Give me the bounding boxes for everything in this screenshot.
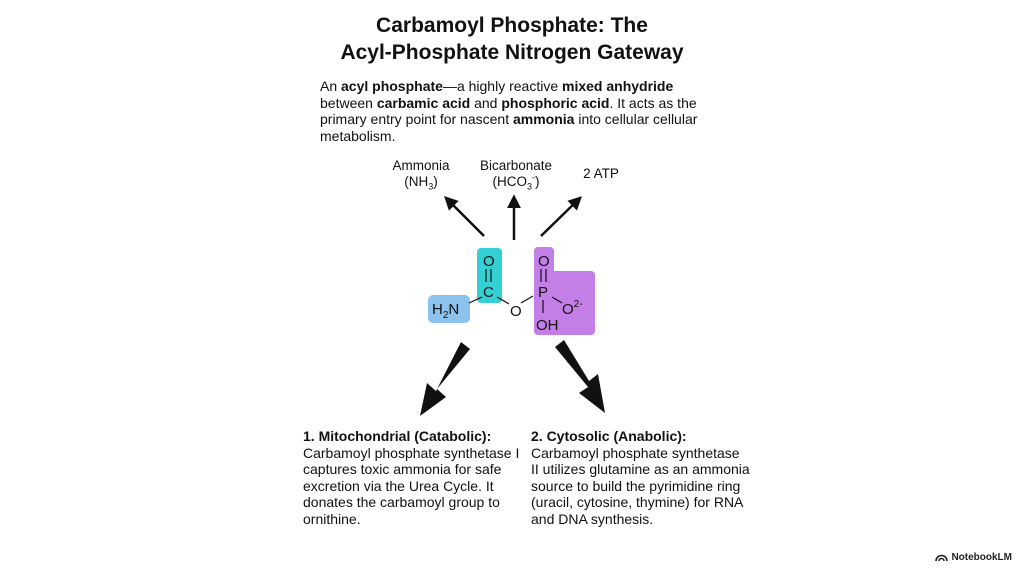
pathway-description: Carbamoyl phosphate synthetase II utiliz… [531,444,750,527]
oxide-oxygen: O2- [562,299,583,318]
bicarbonate-name: Bicarbonate [479,158,553,173]
intro-bold: ammonia [512,111,575,127]
amine-highlight [428,295,470,323]
intro-text: into cellular cellular metabolism. [320,111,698,144]
amine-label: H2N [432,301,459,321]
pathway-description: Carbamoyl phosphate synthetase I capture… [303,444,520,527]
intro-bold: carbamic acid [376,94,471,111]
pathway-heading: 2. Cytosolic (Anabolic): [531,428,687,444]
pathway-heading: 1. Mitochondrial (Catabolic): [303,428,492,444]
notebooklm-logo-icon [935,554,949,562]
title-line-2: Acyl-Phosphate Nitrogen Gateway [340,41,684,64]
input-atp-label: 2 ATP [583,166,619,181]
arrow-atp [540,196,582,237]
intro-text: An [320,78,342,94]
intro-bold: mixed anhydride [562,78,674,94]
carbon-atom: C [483,284,494,301]
hydroxyl-group: OH [536,317,559,334]
brand-watermark: NotebookLM [935,552,1012,563]
ammonia-name: Ammonia [392,158,450,173]
arrow-mitochondrial [420,342,470,416]
title-line-1: Carbamoyl Phosphate: The [376,14,648,37]
bond-cn [468,296,483,304]
phosphoryl-oxygen: O [538,253,550,270]
bond-obridge-p [520,295,534,304]
phosphorus-atom: P [538,284,548,301]
arrow-cytosolic [555,340,605,413]
bicarbonate-formula: (HCO3-) [492,172,540,192]
ammonia-formula: (NH3) [404,174,438,192]
bridge-oxygen: O [510,303,522,320]
carbamoyl-highlight [477,248,502,303]
intro-text: and [470,94,502,111]
intro-text: —a highly reactive [442,78,562,94]
intro-paragraph: An acyl phosphate—a highly reactive mixe… [320,78,730,144]
bond-p-oxide [551,296,563,304]
arrow-ammonia [444,196,485,237]
page-title: Carbamoyl Phosphate: The Acyl-Phosphate … [0,12,1024,66]
bond-c-obridge [496,296,510,305]
input-bicarbonate-label: Bicarbonate (HCO3-) [466,158,566,192]
input-ammonia-label: Ammonia (NH3) [378,158,464,192]
pathway-mitochondrial: 1. Mitochondrial (Catabolic): Carbamoyl … [303,428,523,527]
carbonyl-oxygen: O [483,253,495,270]
intro-text: . It acts as the primary entry point for… [320,94,697,128]
phosphate-highlight [534,247,595,335]
intro-text: between [320,94,377,111]
pathway-cytosolic: 2. Cytosolic (Anabolic): Carbamoyl phosp… [531,428,751,527]
intro-bold: acyl phosphate [341,78,443,94]
intro-bold: phosphoric acid [501,94,610,111]
brand-name: NotebookLM [951,552,1012,563]
